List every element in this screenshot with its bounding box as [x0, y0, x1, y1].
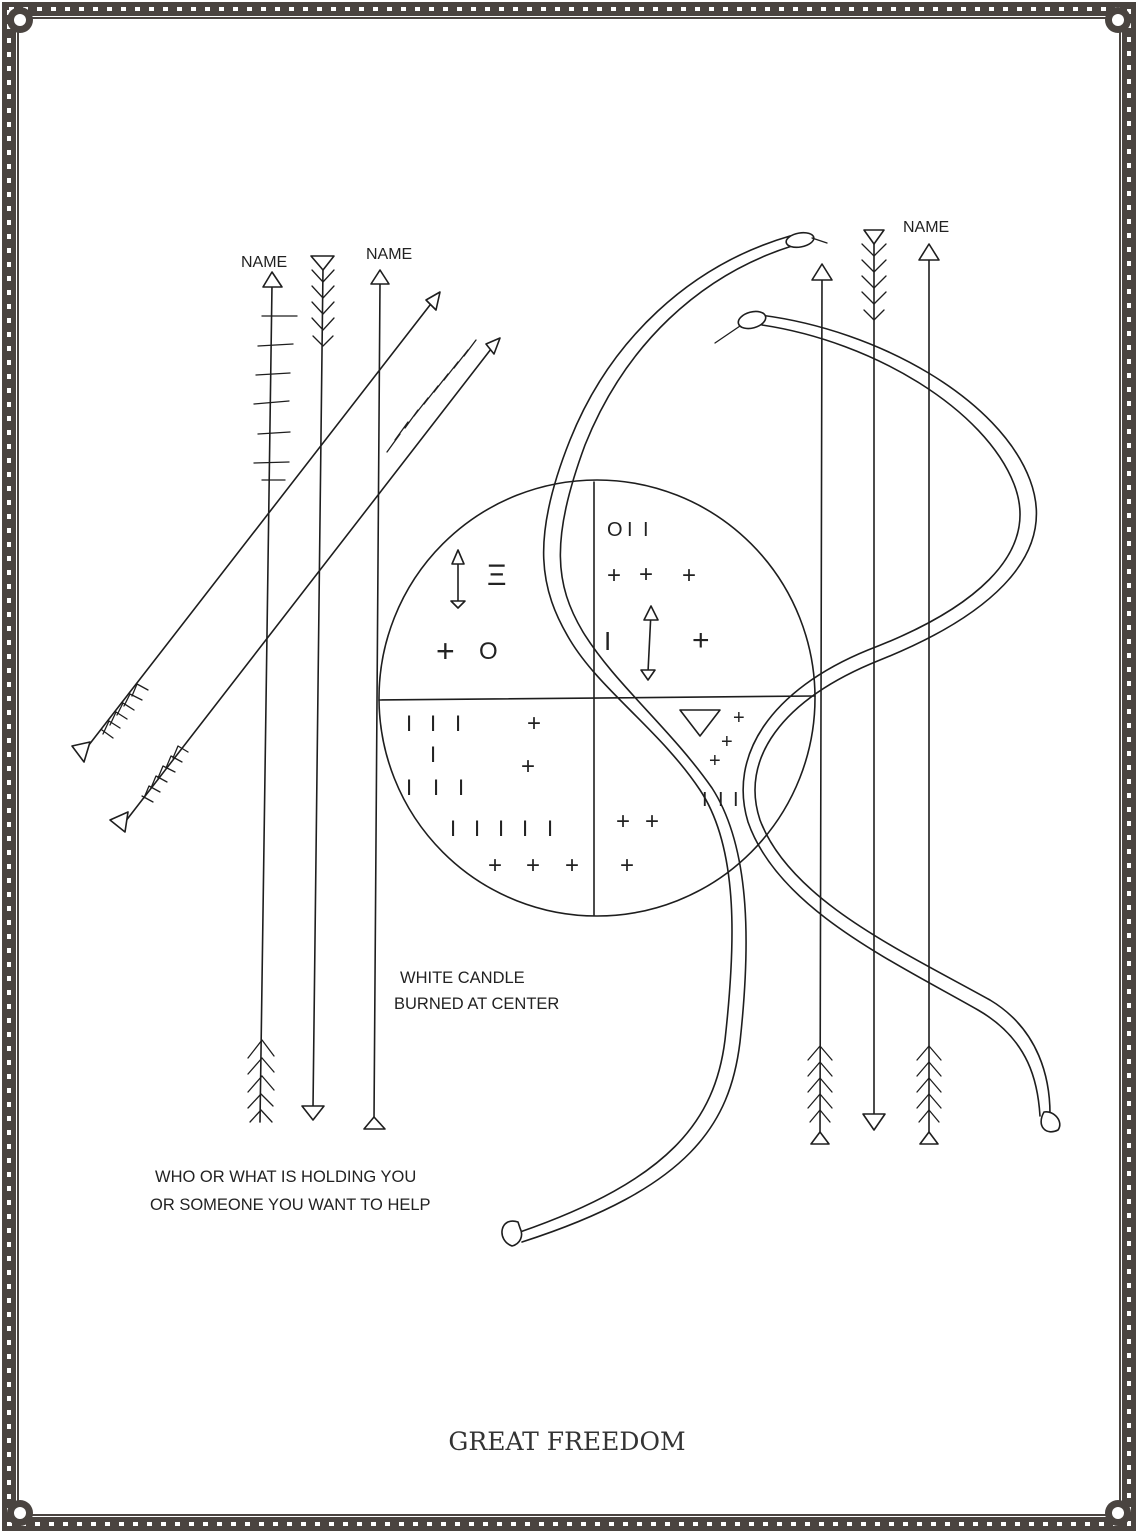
quadrant-mark: +: [616, 808, 630, 835]
arrow-icon: [72, 292, 440, 762]
quadrant-upper-left: Ξ + O: [436, 550, 507, 669]
candle-note-line-2: BURNED AT CENTER: [394, 995, 559, 1013]
arrow-icon: [302, 256, 334, 1120]
quadrant-mark: +: [607, 562, 621, 589]
quadrant-mark: +: [645, 808, 659, 835]
quadrant-mark: I: [498, 816, 504, 841]
circle-quadrant-icon: [379, 480, 815, 916]
quadrant-mark: +: [692, 624, 710, 657]
quadrant-mark: I: [522, 816, 528, 841]
quadrant-mark: Ξ: [487, 559, 507, 592]
quadrant-mark: I: [433, 775, 439, 800]
quadrant-mark: +: [709, 750, 721, 772]
arrow-icon: [808, 264, 832, 1144]
holding-note-line-2: OR SOMEONE YOU WANT TO HELP: [150, 1196, 431, 1214]
name-label: NAME: [366, 246, 412, 263]
quadrant-mark: I: [733, 789, 739, 811]
border-ornament-icon: [7, 7, 1131, 1526]
quadrant-mark: +: [733, 707, 745, 729]
name-label: NAME: [903, 219, 949, 236]
candle-note-line-1: WHITE CANDLE: [400, 969, 525, 987]
quadrant-mark: I: [406, 775, 412, 800]
quadrant-mark: I: [450, 816, 456, 841]
quadrant-mark: I: [430, 711, 436, 736]
arrow-icon: [862, 230, 886, 1130]
quadrant-mark: I: [430, 742, 436, 767]
page-title: GREAT FREEDOM: [448, 1427, 685, 1456]
quadrant-mark: +: [620, 852, 634, 879]
serpent-icon: [715, 309, 1060, 1132]
quadrant-mark: I: [627, 519, 633, 541]
quadrant-mark: I: [406, 711, 412, 736]
quadrant-mark: +: [639, 561, 653, 588]
quadrant-upper-right: O I I + + + I +: [604, 519, 710, 680]
name-label: NAME: [241, 254, 287, 271]
quadrant-mark: O: [607, 519, 623, 541]
quadrant-mark: I: [458, 775, 464, 800]
quadrant-mark: I: [455, 711, 461, 736]
quadrant-mark: I: [643, 519, 649, 541]
quadrant-mark: +: [721, 731, 733, 753]
quadrant-mark: I: [604, 626, 611, 656]
quadrant-mark: +: [526, 852, 540, 879]
quadrant-mark: +: [488, 852, 502, 879]
quadrant-mark: I: [474, 816, 480, 841]
quadrant-mark: O: [479, 638, 498, 665]
quadrant-mark: +: [565, 852, 579, 879]
quadrant-mark: +: [521, 753, 535, 780]
quadrant-mark: +: [682, 562, 696, 589]
holding-note-line-1: WHO OR WHAT IS HOLDING YOU: [155, 1168, 416, 1186]
arrow-icon: [110, 338, 500, 832]
quadrant-mark: +: [527, 710, 541, 737]
quadrant-mark: +: [436, 633, 455, 669]
quadrant-lower-left: I I I + I + I I I I I I I I + + +: [406, 710, 579, 879]
quadrant-mark: I: [547, 816, 553, 841]
arrow-icon: [248, 272, 297, 1122]
serpent-icon: [502, 231, 827, 1246]
